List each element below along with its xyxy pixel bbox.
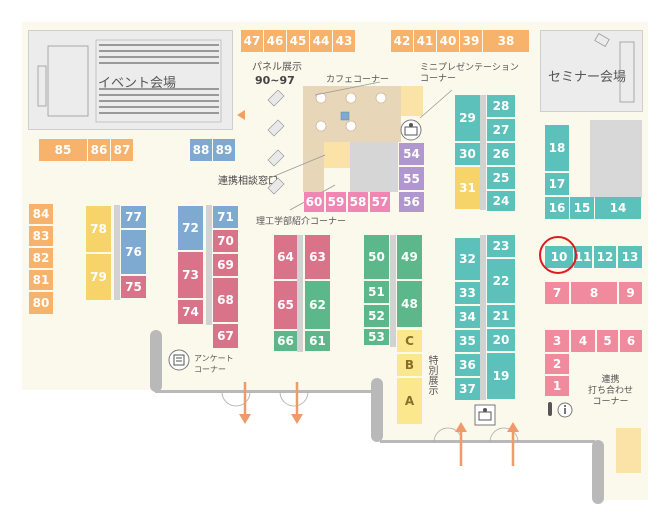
seminar-hall xyxy=(540,30,643,112)
wall-bottom-right xyxy=(380,440,595,443)
presenter-icon xyxy=(400,119,422,141)
aisle xyxy=(390,235,396,347)
cafe-corner-label: カフェコーナー xyxy=(326,75,390,85)
mini-presentation-label: ミニプレゼンテーション コーナー xyxy=(420,63,519,84)
panel-pointer-icon xyxy=(237,110,245,120)
info-icon xyxy=(548,402,573,418)
cafe-tables-icon xyxy=(315,92,387,132)
pillar-left xyxy=(150,330,162,392)
exit-arrow-icon xyxy=(291,382,303,424)
presenter-icon-lower xyxy=(474,404,496,426)
meeting-corner xyxy=(616,428,641,473)
aisle xyxy=(114,205,120,300)
event-seating-icon xyxy=(37,39,222,123)
seminar-podium-icon xyxy=(594,32,635,103)
cafe-lower xyxy=(303,142,324,192)
exit-arrow-icon xyxy=(239,382,251,424)
survey-icon xyxy=(168,349,190,371)
event-hall-label: イベント会場 xyxy=(98,76,177,91)
panel-exhibit-range: 90~97 xyxy=(255,74,295,87)
aisle xyxy=(480,235,486,400)
center-block xyxy=(350,142,398,192)
pillar-mid xyxy=(371,378,383,442)
entrance-arrow-icon xyxy=(455,422,467,466)
seminar-hall-label: セミナー会場 xyxy=(548,70,627,85)
partner-meeting-label: 連携 打ち合わせ コーナー xyxy=(588,375,634,407)
partner-consult-label: 連携相談窓口 xyxy=(218,176,278,187)
panel-boards-icon xyxy=(267,90,285,195)
aisle xyxy=(480,95,486,210)
special-exhibit-label: 特別展示 xyxy=(426,355,437,395)
science-engineering-label: 理工学部紹介コーナー xyxy=(256,217,347,227)
aisle xyxy=(297,235,303,352)
consult-desk xyxy=(324,142,350,168)
survey-corner-label: アンケート コーナー xyxy=(194,354,234,374)
booth-62[interactable]: 62 xyxy=(305,281,330,329)
presentation-stage xyxy=(401,86,423,116)
panel-exhibit-label: パネル展示 xyxy=(252,62,302,73)
seminar-back-area xyxy=(590,120,642,198)
entrance-arrow-icon xyxy=(507,422,519,466)
wall-bottom-left xyxy=(155,390,377,393)
pillar-right xyxy=(592,440,604,504)
booth-22[interactable]: 22 xyxy=(487,259,515,303)
highlight-ring xyxy=(539,236,577,274)
aisle xyxy=(206,205,212,325)
